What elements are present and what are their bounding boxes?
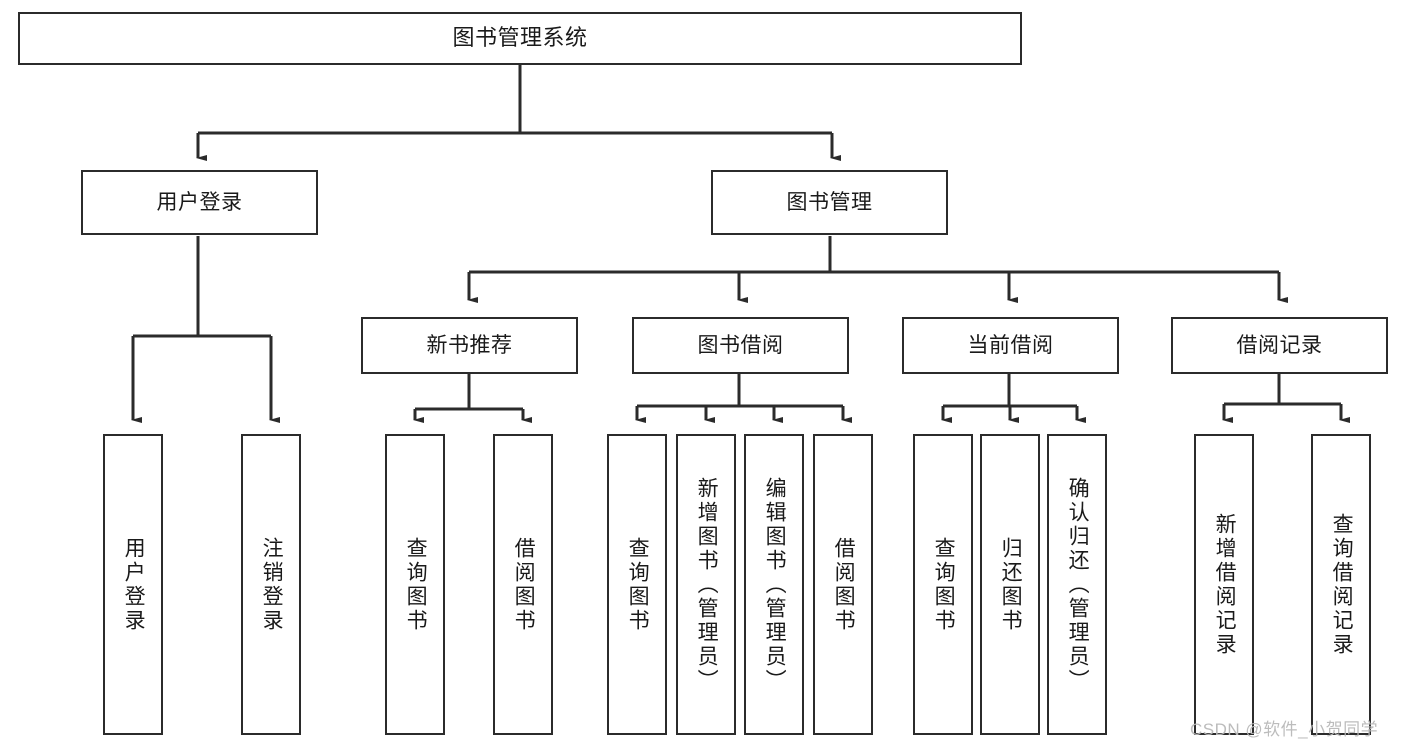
leaf-add-record[interactable]: 新增借阅记录 (1194, 434, 1254, 735)
node-root[interactable]: 图书管理系统 (18, 12, 1022, 65)
leaf-add-record-label: 新增借阅记录 (1213, 512, 1237, 657)
leaf-query-record-label: 查询借阅记录 (1330, 512, 1354, 657)
leaf-edit-book[interactable]: 编辑图书（管理员） (744, 434, 804, 735)
leaf-confirm-return-label: 确认归还（管理员） (1066, 476, 1090, 693)
node-current-borrow[interactable]: 当前借阅 (902, 317, 1119, 374)
leaf-query-book-2[interactable]: 查询图书 (607, 434, 667, 735)
leaf-query-record[interactable]: 查询借阅记录 (1311, 434, 1371, 735)
node-borrow-record[interactable]: 借阅记录 (1171, 317, 1388, 374)
node-book-manage[interactable]: 图书管理 (711, 170, 948, 235)
leaf-add-book[interactable]: 新增图书（管理员） (676, 434, 736, 735)
leaf-query-book-1[interactable]: 查询图书 (385, 434, 445, 735)
leaf-return-book-label: 归还图书 (999, 536, 1023, 633)
leaf-query-book-2-label: 查询图书 (626, 536, 650, 633)
node-book-borrow-label: 图书借阅 (697, 333, 784, 357)
node-new-book-recommend[interactable]: 新书推荐 (361, 317, 578, 374)
node-user-login-label: 用户登录 (156, 190, 243, 214)
leaf-return-book[interactable]: 归还图书 (980, 434, 1040, 735)
leaf-borrow-book-2[interactable]: 借阅图书 (813, 434, 873, 735)
leaf-borrow-book-2-label: 借阅图书 (832, 536, 856, 633)
leaf-user-login[interactable]: 用户登录 (103, 434, 163, 735)
node-borrow-record-label: 借阅记录 (1236, 333, 1323, 357)
leaf-confirm-return[interactable]: 确认归还（管理员） (1047, 434, 1107, 735)
leaf-user-login-label: 用户登录 (122, 536, 146, 633)
leaf-query-book-1-label: 查询图书 (404, 536, 428, 633)
node-book-manage-label: 图书管理 (786, 190, 873, 214)
leaf-query-book-3-label: 查询图书 (932, 536, 956, 633)
node-book-borrow[interactable]: 图书借阅 (632, 317, 849, 374)
csdn-watermark: CSDN @软件_小贺同学 (1190, 720, 1379, 739)
leaf-add-book-label: 新增图书（管理员） (695, 476, 719, 693)
leaf-query-book-3[interactable]: 查询图书 (913, 434, 973, 735)
leaf-borrow-book-1-label: 借阅图书 (512, 536, 536, 633)
leaf-borrow-book-1[interactable]: 借阅图书 (493, 434, 553, 735)
node-new-book-recommend-label: 新书推荐 (426, 333, 513, 357)
node-user-login[interactable]: 用户登录 (81, 170, 318, 235)
leaf-user-logout-label: 注销登录 (260, 536, 284, 633)
node-root-label: 图书管理系统 (452, 25, 588, 51)
node-current-borrow-label: 当前借阅 (967, 333, 1054, 357)
leaf-edit-book-label: 编辑图书（管理员） (763, 476, 787, 693)
leaf-user-logout[interactable]: 注销登录 (241, 434, 301, 735)
